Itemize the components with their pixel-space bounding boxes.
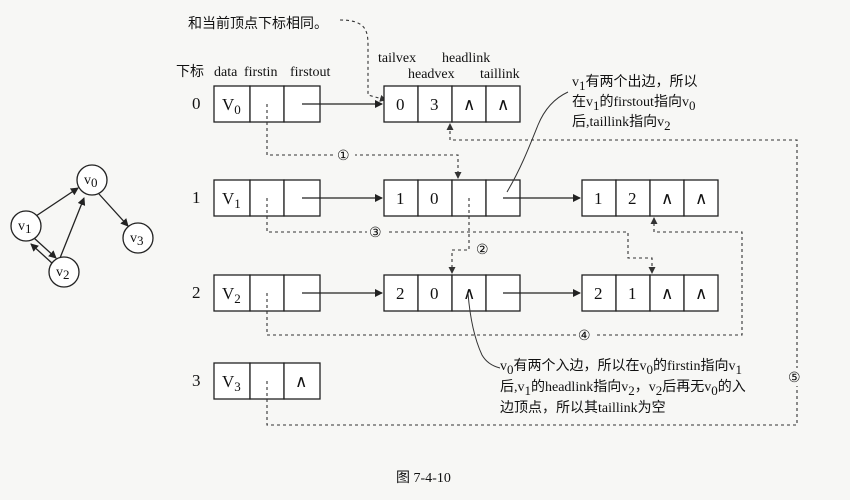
label-bg xyxy=(335,146,355,164)
vertex-data: V2 xyxy=(222,284,241,306)
arc-node-2-0: 2 0 ∧ xyxy=(383,274,521,312)
header-tailvex: tailvex xyxy=(378,51,416,66)
tailvex-value: 1 xyxy=(594,189,603,208)
vertex-data-cell xyxy=(213,85,251,123)
note-v1-line1: v1有两个出边，所以 xyxy=(572,74,698,93)
note-v1-pointer xyxy=(506,91,569,193)
label-bg xyxy=(367,223,387,241)
firstin-link-2 xyxy=(266,217,743,336)
header-headlink: headlink xyxy=(442,51,490,66)
circled-label-2: ② xyxy=(476,243,489,258)
directed-graph: v0 v1 v2 v3 xyxy=(10,164,154,288)
vertex-row-2: 2 V2 xyxy=(192,274,321,312)
graph-node-v2 xyxy=(48,256,80,288)
tailvex-value: 2 xyxy=(396,284,405,303)
firstin-link-0 xyxy=(266,104,462,179)
figure-caption: 图 7-4-10 xyxy=(396,471,451,486)
vertex-index: 3 xyxy=(192,371,201,390)
vertex-index: 0 xyxy=(192,94,201,113)
headlink-link-1-0 xyxy=(448,198,470,274)
header-index: 下标 xyxy=(176,64,204,80)
taillink-null: ∧ xyxy=(497,95,509,114)
vertex-data-cell xyxy=(213,179,251,217)
tailvex-value: 2 xyxy=(594,284,603,303)
header-firstin: firstin xyxy=(244,65,277,80)
note-v1-line2: 在v1的firstout指向v0 xyxy=(572,94,695,113)
headvex-value: 3 xyxy=(430,95,439,114)
graph-edge-v1-v0 xyxy=(35,187,79,217)
circled-label-4: ④ xyxy=(578,329,591,344)
note-v0-pointer xyxy=(467,292,501,369)
vertex-row-0: 0 V0 xyxy=(192,85,321,123)
vertex-data: V3 xyxy=(222,372,241,394)
vertex-index: 1 xyxy=(192,188,201,207)
headlink-null: ∧ xyxy=(661,189,673,208)
firstin-link-3 xyxy=(266,123,798,426)
header-headvex: headvex xyxy=(408,67,455,82)
taillink-null: ∧ xyxy=(695,284,707,303)
vertex-data: V1 xyxy=(222,189,241,211)
graph-node-label-v0: v0 xyxy=(84,173,98,190)
graph-node-v3 xyxy=(122,222,154,254)
headlink-null: ∧ xyxy=(661,284,673,303)
headvex-value: 0 xyxy=(430,284,439,303)
circled-label-5: ⑤ xyxy=(788,371,801,386)
header-firstout: firstout xyxy=(290,65,331,80)
tailvex-value: 1 xyxy=(396,189,405,208)
arc-node-0-3: 0 3 ∧ ∧ xyxy=(383,85,521,123)
top-note: 和当前顶点下标相同。 xyxy=(188,15,328,32)
circled-label-3: ③ xyxy=(369,226,382,241)
header-data: data xyxy=(214,65,238,80)
vertex-data-cell xyxy=(213,274,251,312)
label-bg xyxy=(786,368,808,386)
graph-node-v1 xyxy=(10,210,42,242)
firstout-cell xyxy=(283,362,321,400)
note-v0-line1: v0有两个入边，所以在v0的firstin指向v1 xyxy=(500,358,742,377)
firstin-link-1 xyxy=(266,198,656,274)
header-taillink: taillink xyxy=(480,67,520,82)
note-v0-line3: 边顶点，所以其taillink为空 xyxy=(500,400,666,416)
vertex-row-1: 1 V1 xyxy=(192,179,321,217)
tailvex-value: 0 xyxy=(396,95,405,114)
graph-node-label-v2: v2 xyxy=(56,265,70,282)
arc-node-2-1: 2 1 ∧ ∧ xyxy=(581,274,719,312)
vertex-data: V0 xyxy=(222,95,241,117)
note-v0-line2: 后,v1的headlink指向v2，v2后再无v0的入 xyxy=(500,379,746,398)
note-v1-line3: 后,taillink指向v2 xyxy=(572,114,671,133)
label-bg xyxy=(576,326,596,344)
vertex-data-cell xyxy=(213,362,251,400)
null-symbol: ∧ xyxy=(295,372,307,391)
graph-node-label-v1: v1 xyxy=(18,219,32,236)
headlink-null: ∧ xyxy=(463,284,475,303)
headvex-value: 0 xyxy=(430,189,439,208)
circled-label-1: ① xyxy=(337,149,350,164)
arc-node-1-0: 1 0 xyxy=(383,179,521,217)
headvex-value: 2 xyxy=(628,189,637,208)
arc-node-1-2: 1 2 ∧ ∧ xyxy=(581,179,719,217)
graph-edge-v0-v3 xyxy=(98,193,129,227)
taillink-null: ∧ xyxy=(695,189,707,208)
graph-node-label-v3: v3 xyxy=(130,231,144,248)
vertex-row-3: 3 V3 ∧ xyxy=(192,362,321,400)
graph-edge-v1-v2 xyxy=(33,237,57,259)
vertex-index: 2 xyxy=(192,283,201,302)
headvex-value: 1 xyxy=(628,284,637,303)
headlink-null: ∧ xyxy=(463,95,475,114)
graph-edge-v2-v0 xyxy=(59,197,86,259)
graph-node-v0 xyxy=(76,164,108,196)
top-note-pointer xyxy=(339,19,387,102)
graph-edge-v2-v1 xyxy=(30,243,54,265)
